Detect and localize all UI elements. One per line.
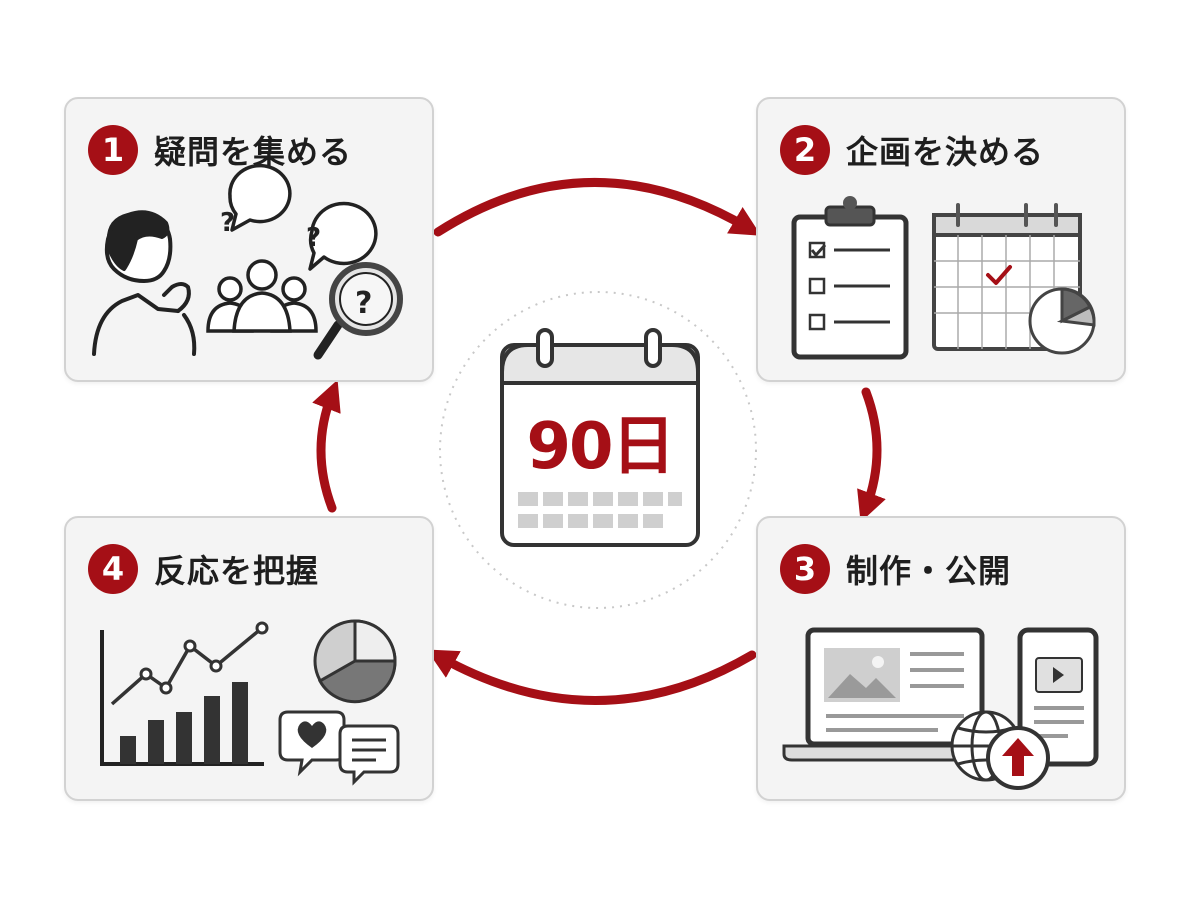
step-title: 反応を把握 [154, 552, 320, 590]
arrow-3-to-4 [426, 649, 757, 705]
smartphone-video-icon [1017, 627, 1099, 767]
question-mark-icon: ? [306, 223, 321, 253]
step-card-3: 3 制作・公開 [756, 516, 1126, 801]
step-number-badge: 2 [780, 125, 830, 175]
question-bubble-icon [228, 163, 378, 271]
bar-line-chart-icon [100, 621, 269, 766]
step-title: 企画を決める [846, 133, 1045, 171]
upload-arrow-icon [986, 726, 1050, 790]
message-icon [338, 724, 400, 786]
pie-chart-icon [313, 619, 397, 704]
checklist-clipboard-icon [791, 196, 909, 360]
arrow-4-to-1 [312, 379, 341, 513]
step-title: 制作・公開 [846, 552, 1012, 590]
step-card-4: 4 反応を把握 [64, 516, 434, 801]
step-number-badge: 1 [88, 125, 138, 175]
svg-text:?: ? [355, 286, 372, 321]
step-card-1: 1 疑問を集める ? ? [64, 97, 434, 382]
step-number-badge: 4 [88, 544, 138, 594]
arrow-1-to-2 [433, 178, 762, 237]
magnifier-icon: ? [313, 262, 403, 360]
thinking-person-icon [92, 210, 197, 356]
arrow-2-to-3 [857, 387, 886, 523]
pie-chart-icon [1028, 287, 1096, 355]
laptop-icon [782, 627, 1010, 762]
step-number-badge: 3 [780, 544, 830, 594]
audience-icon [206, 259, 318, 333]
heart-comment-icon [278, 710, 346, 777]
center-day-count: 90日 [526, 410, 675, 484]
step-card-2: 2 企画を決める [756, 97, 1126, 382]
question-mark-icon: ? [220, 208, 235, 238]
